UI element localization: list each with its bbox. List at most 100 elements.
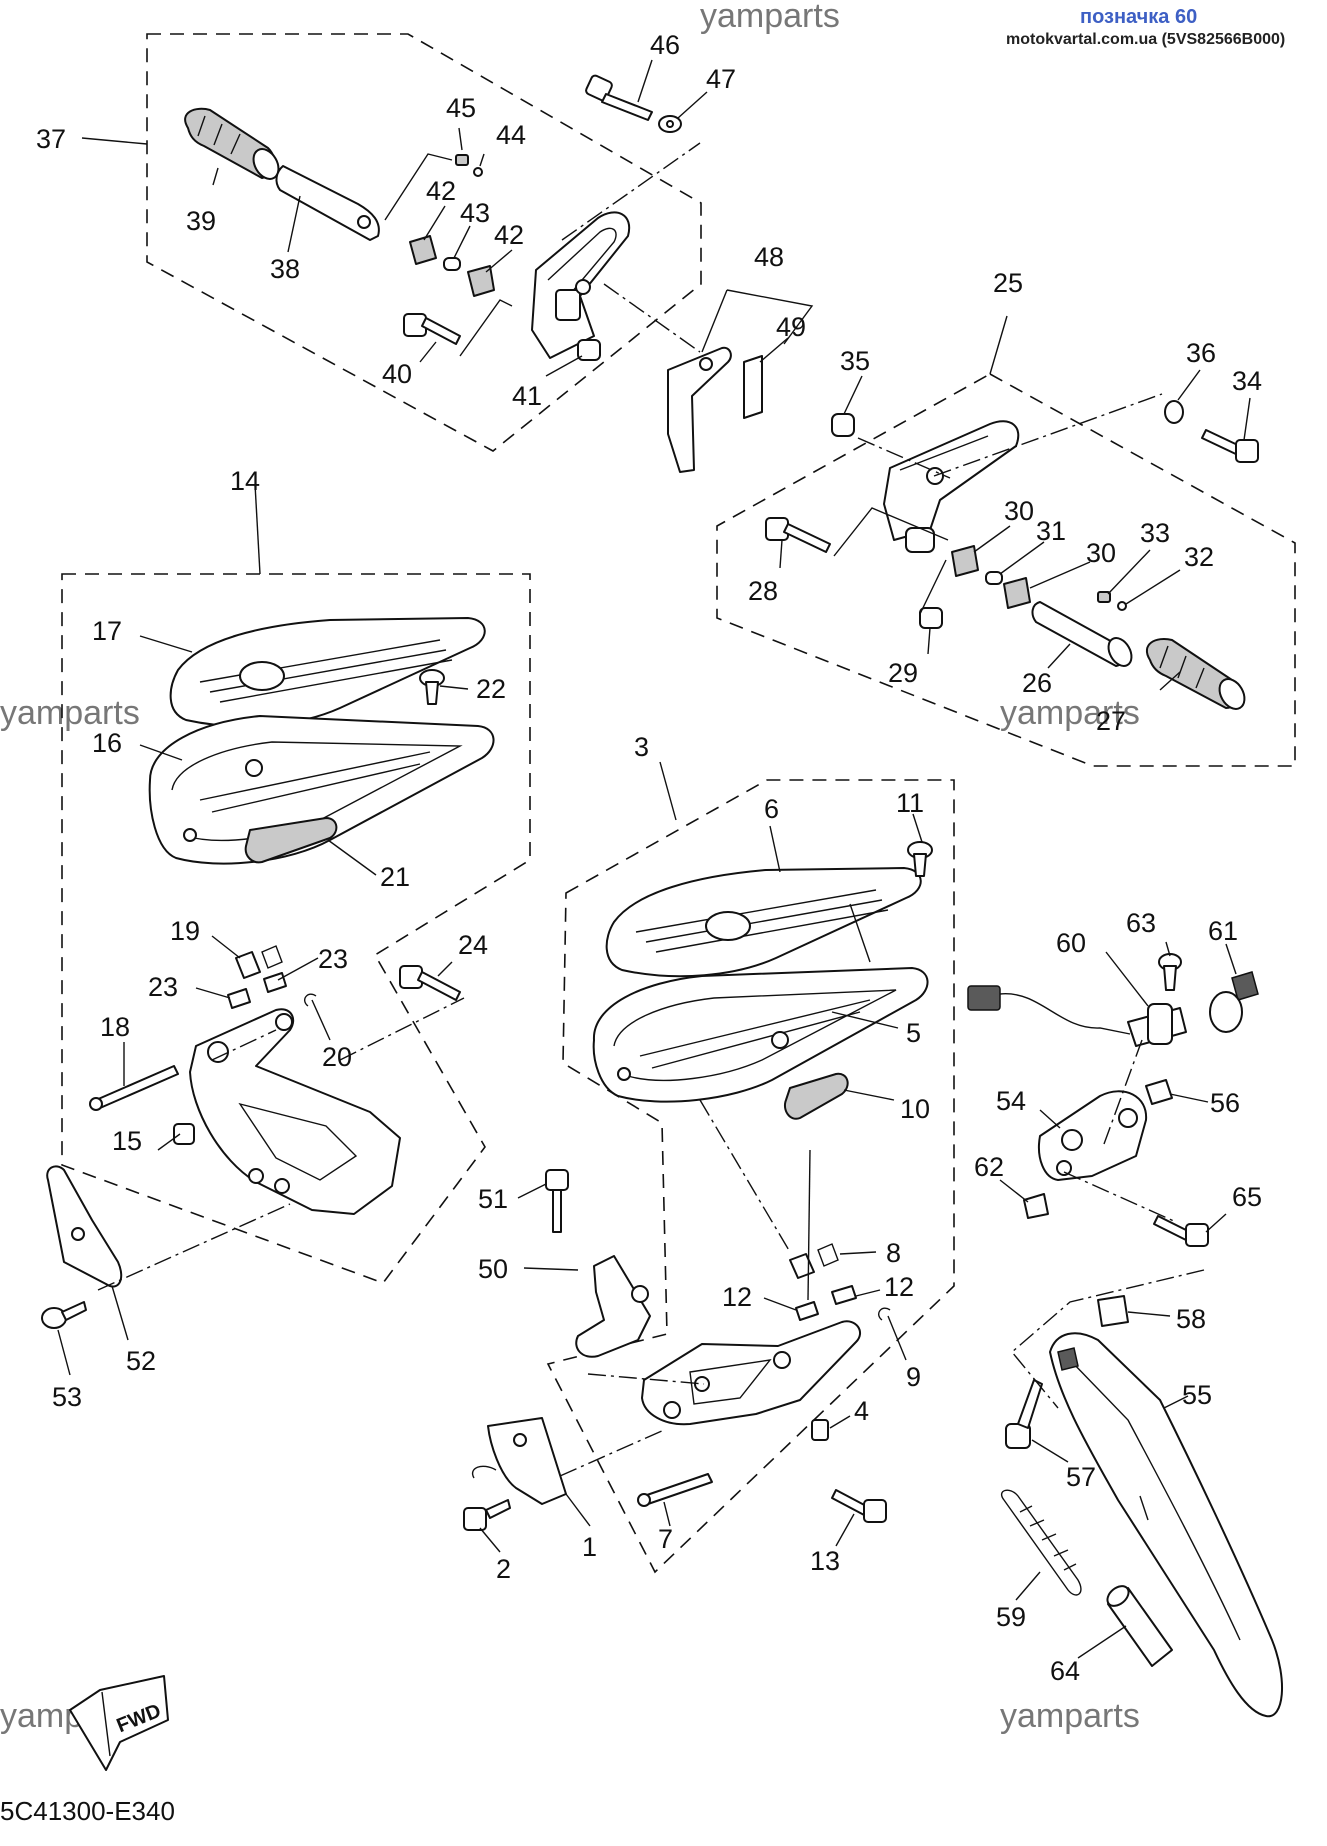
leader-23a (195, 987, 231, 999)
leader-32 (1125, 569, 1181, 605)
leader-47 (677, 91, 708, 119)
switch-cap-61 (1209, 971, 1259, 1033)
bracket-52 (46, 1165, 123, 1288)
pin-18 (89, 1065, 179, 1111)
sleeve-64 (1106, 1585, 1173, 1667)
callout-12b: 12 (884, 1272, 914, 1302)
leader-33 (1107, 549, 1151, 595)
callout-54: 54 (996, 1086, 1026, 1116)
bolt-2 (463, 1499, 511, 1531)
callout-52: 52 (126, 1346, 156, 1376)
fwd-arrow-icon: FWD (69, 1675, 169, 1771)
callout-16: 16 (92, 728, 122, 758)
callout-63: 63 (1126, 908, 1156, 938)
leader-16 (139, 744, 183, 761)
leader-40 (419, 341, 437, 363)
callout-3: 3 (634, 732, 649, 762)
callout-44: 44 (496, 120, 526, 150)
leader-64 (1077, 1625, 1127, 1659)
pad-23b (263, 972, 287, 993)
bolt-24 (399, 965, 461, 1001)
header-site: motokvartal.com.ua (5VS82566B000) (1006, 31, 1285, 48)
callout-6: 6 (764, 794, 779, 824)
dotted-link-37a (384, 153, 453, 221)
callout-39: 39 (186, 206, 216, 236)
label-49 (743, 355, 763, 419)
chain-line-65 (1063, 1171, 1177, 1223)
callout-17: 17 (92, 616, 122, 646)
leader-46 (637, 59, 653, 103)
assembly-boundary-37 (146, 33, 702, 452)
diagram-code: 5C41300-E340 (0, 1796, 175, 1826)
screw-22 (419, 669, 445, 705)
dotted-link-37b (459, 299, 513, 357)
leader-57 (1031, 1439, 1069, 1463)
leader-44 (479, 153, 485, 167)
washer-36 (1164, 400, 1184, 424)
leader-20 (311, 999, 331, 1041)
watermark-right: yamparts (1000, 694, 1140, 732)
chain-line-52 (97, 1203, 291, 1291)
chain-line-18 (211, 1029, 277, 1061)
pad-12b (831, 1285, 857, 1305)
leader-4 (829, 1415, 851, 1429)
callout-37: 37 (36, 124, 66, 154)
ball-32 (1117, 601, 1127, 611)
callout-22: 22 (476, 674, 506, 704)
callout-7: 7 (658, 1524, 673, 1554)
leader-60 (1105, 951, 1149, 1007)
footpeg-shaft-26 (1031, 601, 1133, 667)
footpeg-shaft-38 (275, 165, 380, 241)
pad-12a (795, 1301, 819, 1321)
plate-30a (951, 545, 979, 577)
callout-28: 28 (748, 576, 778, 606)
leader-59 (1015, 1571, 1041, 1601)
callout-59: 59 (996, 1602, 1026, 1632)
leader-48b (726, 289, 814, 345)
callout-1: 1 (582, 1532, 597, 1562)
nut-62 (1023, 1193, 1049, 1219)
callout-50: 50 (478, 1254, 508, 1284)
bracket-50 (575, 1255, 651, 1358)
leader-12a (763, 1297, 797, 1311)
dotted-link-12 (807, 1149, 811, 1301)
nut-56 (1145, 1079, 1173, 1105)
footpeg-grip-39 (184, 107, 280, 180)
callout-11: 11 (896, 788, 924, 818)
pin-45 (455, 154, 469, 166)
chain-line-8 (699, 1099, 791, 1253)
callout-9: 9 (906, 1362, 921, 1392)
callout-65: 65 (1232, 1182, 1262, 1212)
leader-53 (57, 1329, 71, 1376)
footpeg-bracket (531, 211, 631, 359)
dotted-link-25a (833, 507, 949, 557)
leader-34 (1243, 397, 1251, 441)
chain-line-37 (561, 142, 701, 241)
leader-3 (659, 761, 677, 821)
chain-line-50 (587, 1373, 705, 1385)
callout-23b: 23 (318, 944, 348, 974)
watermark-top: yamparts (700, 0, 840, 35)
leader-54 (1039, 1109, 1061, 1129)
callout-40: 40 (382, 359, 412, 389)
leader-36 (1177, 369, 1201, 401)
callout-58: 58 (1176, 1304, 1206, 1334)
header-label: позначка 60 (1080, 6, 1197, 28)
leader-29 (927, 627, 931, 655)
bolt-57 (1005, 1379, 1043, 1449)
leader-27 (1159, 671, 1181, 691)
callout-57: 57 (1066, 1462, 1096, 1492)
collar-35 (831, 413, 855, 437)
chain-line-1 (559, 1429, 665, 1477)
callout-14: 14 (230, 466, 260, 496)
spring-8 (789, 1243, 839, 1279)
collar-41 (577, 339, 601, 361)
callout-64: 64 (1050, 1656, 1080, 1686)
leader-55 (1163, 1395, 1189, 1409)
leader-10 (843, 1089, 895, 1101)
leader-19 (211, 935, 241, 959)
floorboard-mount-arm (189, 1008, 401, 1215)
callout-18: 18 (100, 1012, 130, 1042)
callout-32: 32 (1184, 542, 1214, 572)
callout-4: 4 (854, 1396, 869, 1426)
